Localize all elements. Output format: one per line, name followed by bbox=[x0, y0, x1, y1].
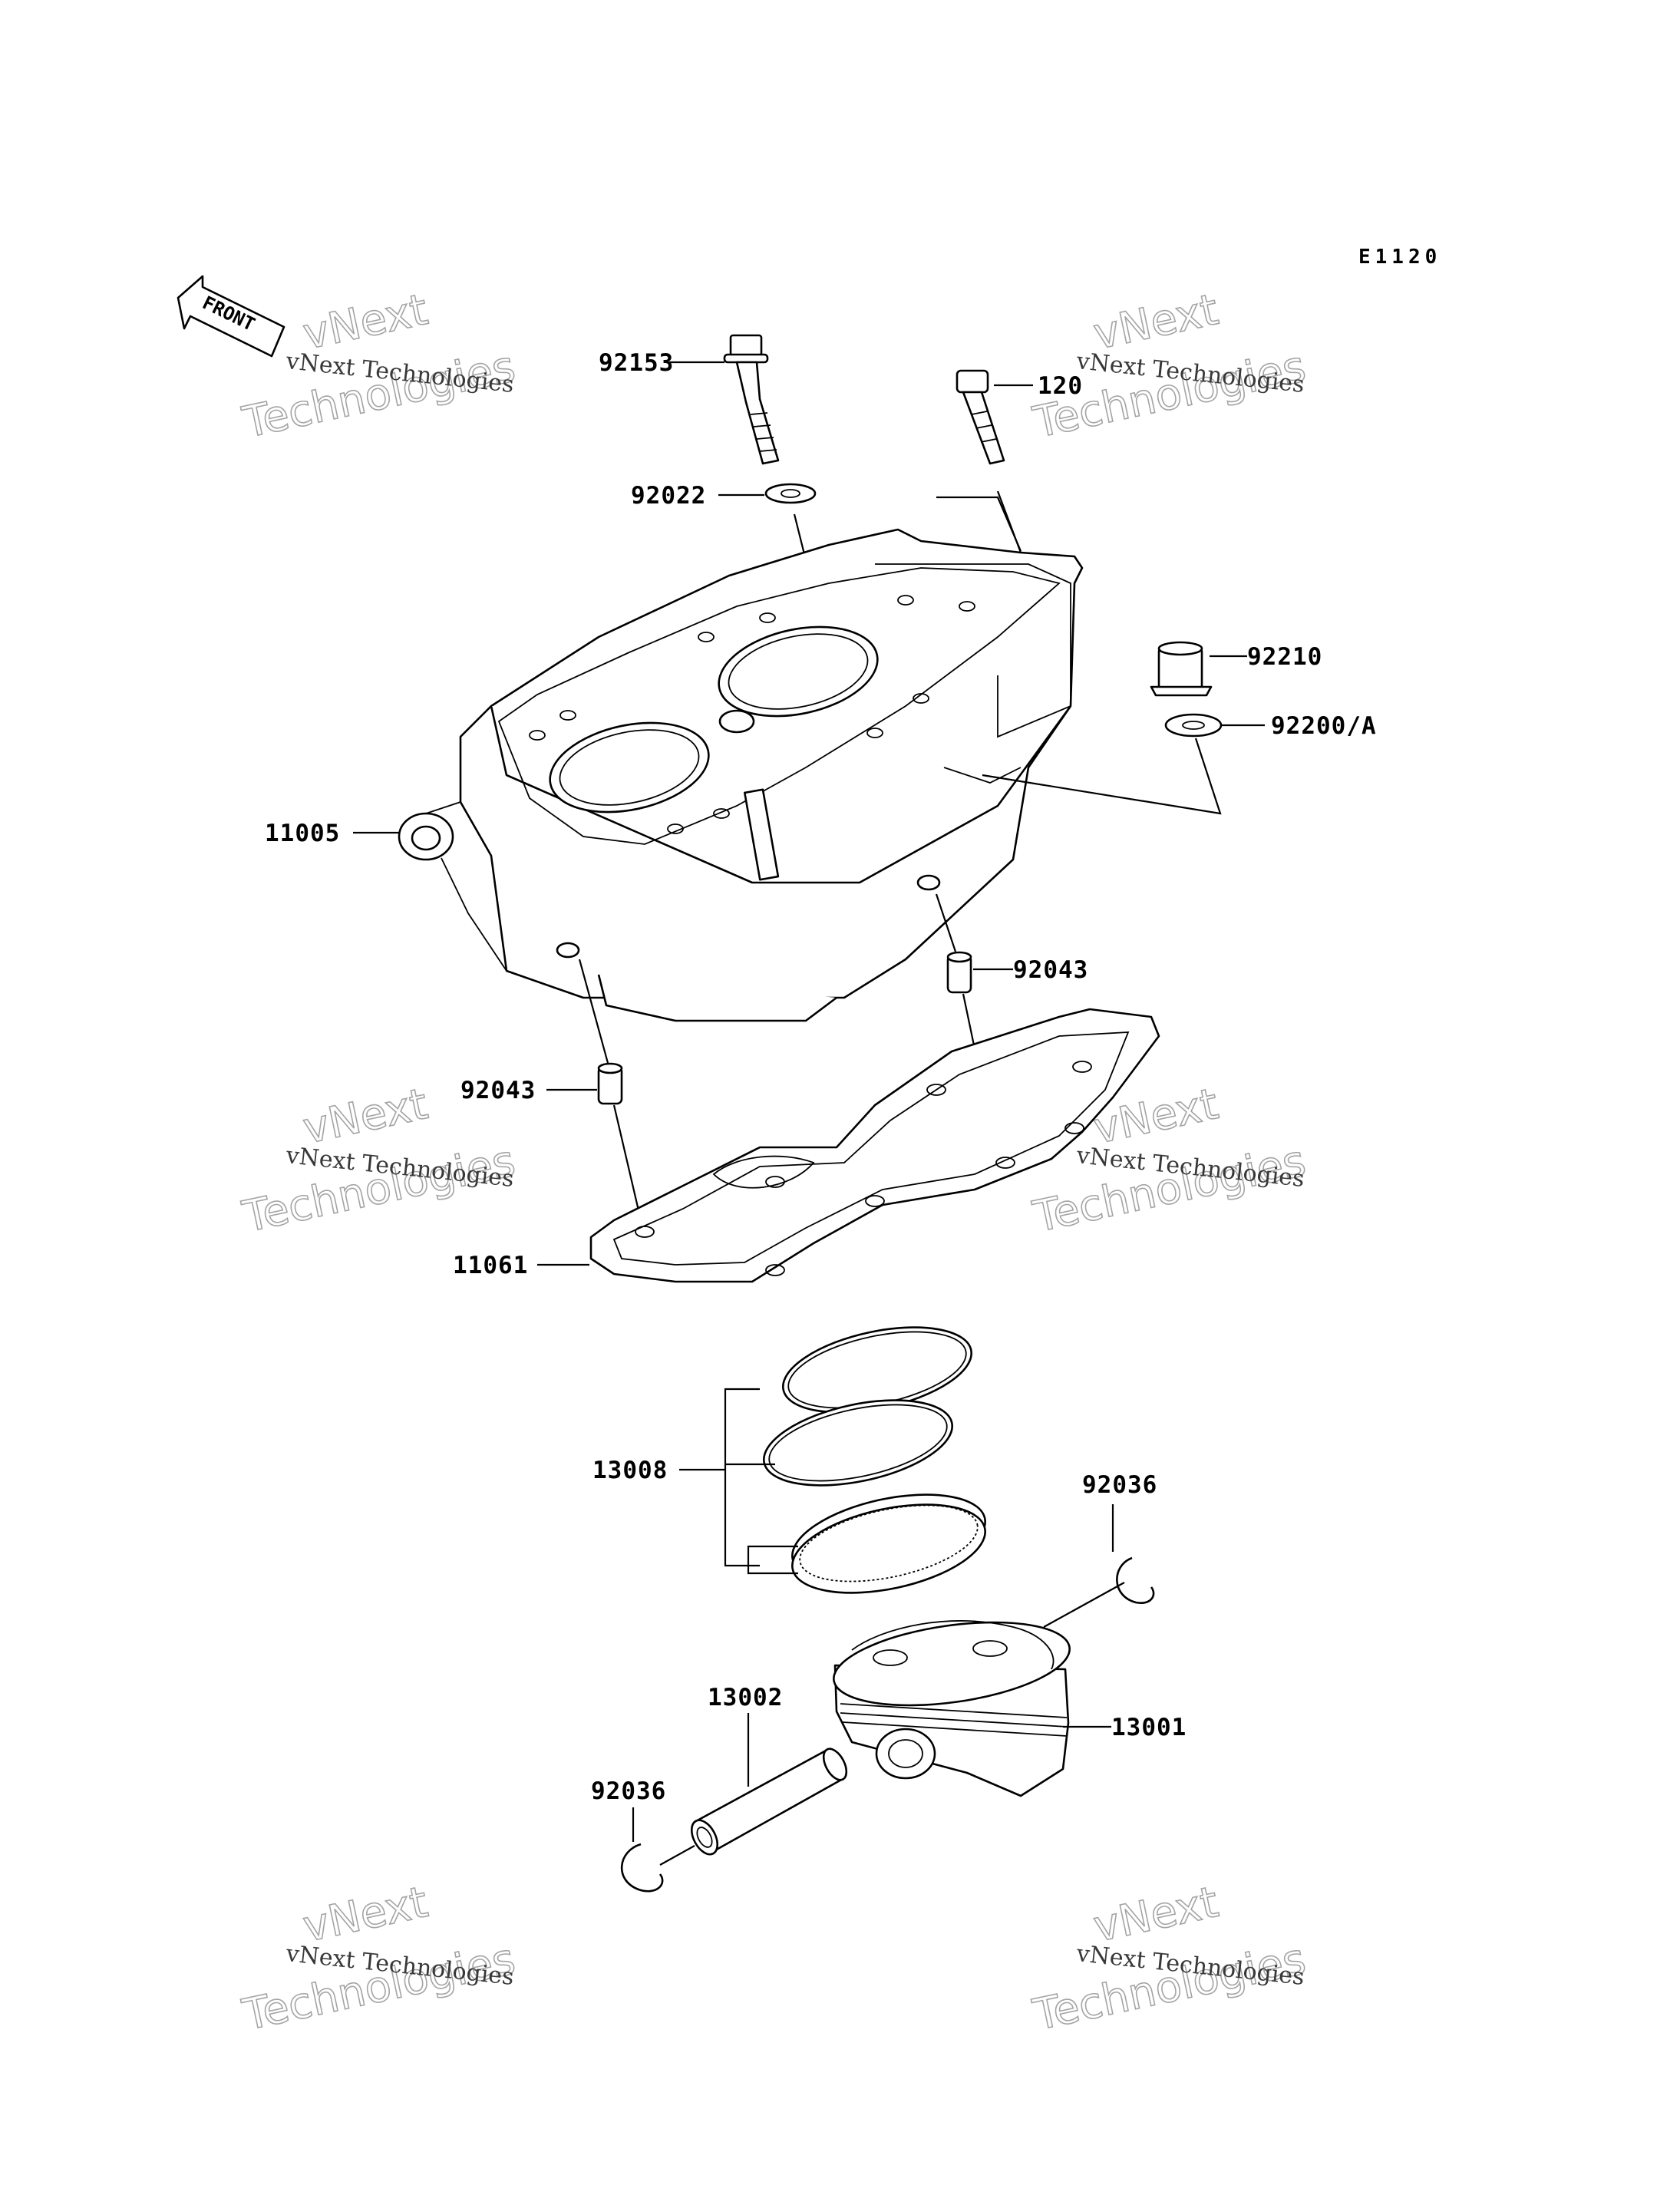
bolt-92153: 92153 bbox=[599, 334, 780, 465]
piston-rings-13008: 13008 bbox=[592, 1326, 986, 1594]
circlip-92036-left: 92036 bbox=[591, 1777, 695, 1893]
svg-text:vNext: vNext bbox=[299, 1877, 432, 1952]
label-92022: 92022 bbox=[631, 482, 706, 510]
washer-92200a: 92200/A bbox=[982, 712, 1377, 815]
washer-92022: 92022 bbox=[631, 482, 817, 510]
label-92210: 92210 bbox=[1247, 643, 1322, 671]
label-92036-left: 92036 bbox=[591, 1777, 666, 1805]
label-11005: 11005 bbox=[265, 820, 340, 847]
svg-text:vNext: vNext bbox=[299, 1079, 432, 1154]
watermark-top-left: vNext Technologies vNext Technologies bbox=[238, 284, 520, 448]
label-11061: 11061 bbox=[453, 1252, 528, 1279]
diagram-code: E1120 bbox=[1358, 246, 1441, 269]
collar-92210: 92210 bbox=[1150, 641, 1322, 697]
label-120: 120 bbox=[1038, 372, 1083, 400]
svg-text:vNext: vNext bbox=[1089, 285, 1223, 360]
label-92036-right: 92036 bbox=[1082, 1471, 1157, 1499]
front-arrow-icon: FRONT bbox=[177, 275, 286, 358]
piston-13001: 13001 bbox=[833, 1620, 1187, 1797]
cylinder-block-11005: 11005 bbox=[265, 528, 1084, 1022]
label-13002: 13002 bbox=[708, 1684, 783, 1711]
dowel-92043-right: 92043 bbox=[935, 893, 1088, 1160]
gasket-11061: 11061 bbox=[453, 1008, 1160, 1283]
label-92153: 92153 bbox=[599, 349, 674, 377]
circlip-92036-right: 92036 bbox=[1043, 1471, 1157, 1628]
watermark-top-right: vNext Technologies vNext Technologies bbox=[1028, 284, 1311, 448]
svg-text:vNext: vNext bbox=[1089, 1877, 1223, 1952]
watermark-bottom-right: vNext Technologies vNext Technologies bbox=[1028, 1876, 1311, 2041]
watermark-bottom-left: vNext Technologies vNext Technologies bbox=[238, 1876, 520, 2041]
dowel-92043-left: 92043 bbox=[460, 959, 642, 1221]
svg-text:vNext: vNext bbox=[299, 285, 432, 360]
bolt-120: 120 bbox=[956, 369, 1083, 465]
label-92043-left: 92043 bbox=[460, 1077, 536, 1104]
label-13001: 13001 bbox=[1111, 1714, 1187, 1741]
label-92043-right: 92043 bbox=[1013, 956, 1088, 984]
piston-pin-13002: 13002 bbox=[690, 1684, 848, 1856]
label-13008: 13008 bbox=[592, 1457, 668, 1484]
label-92200a: 92200/A bbox=[1271, 712, 1377, 740]
